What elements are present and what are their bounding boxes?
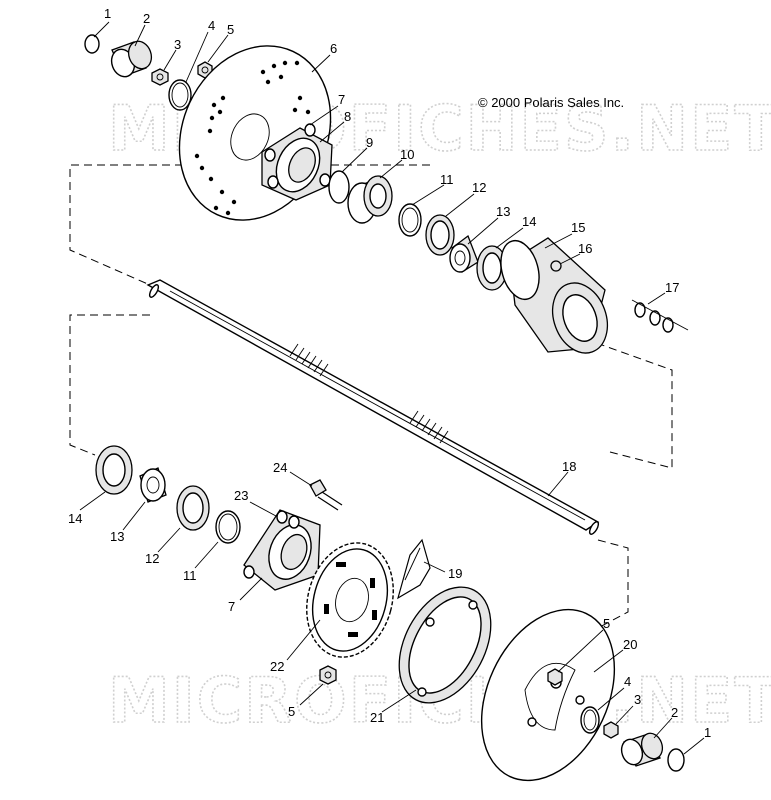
- callout-2-lower: 2: [671, 705, 678, 720]
- part-13-tapered-bearing-lower: [139, 467, 167, 503]
- part-11-ring: [398, 203, 422, 237]
- part-5-nut-lower: [319, 665, 337, 685]
- callout-11: 11: [440, 172, 454, 187]
- part-22-sprocket: [306, 542, 394, 658]
- callout-19: 19: [448, 566, 462, 581]
- callout-15: 15: [571, 220, 585, 235]
- callout-24: 24: [273, 460, 287, 475]
- part-18-axle-shaft: [146, 279, 600, 535]
- part-3-nut: [151, 68, 169, 86]
- copyright-text: © 2000 Polaris Sales Inc.: [478, 95, 624, 110]
- callout-14: 14: [522, 214, 536, 229]
- callout-5-right: 5: [603, 616, 610, 631]
- callout-10: 10: [400, 147, 414, 162]
- part-8-hub: [261, 123, 333, 201]
- part-12-race-lower: [176, 485, 210, 531]
- callout-18: 18: [562, 459, 576, 474]
- part-11-ring-lower: [215, 510, 241, 544]
- callout-13-lower: 13: [110, 529, 124, 544]
- part-12-race: [425, 214, 455, 256]
- part-14-race: [476, 245, 508, 291]
- callout-2: 2: [143, 11, 150, 26]
- part-17-fastener-set: [631, 299, 689, 333]
- callout-numbers: 1 2 3 4 5 6 7 8 9 10 11 12 13 14 15 16 1…: [68, 6, 711, 740]
- callout-1-lower: 1: [704, 725, 711, 740]
- callout-7: 7: [338, 92, 345, 107]
- part-7-hub-lower: [243, 509, 321, 591]
- callout-3-lower: 3: [634, 692, 641, 707]
- part-20-brake-disc: [480, 608, 616, 782]
- part-16-grease-fitting: [550, 260, 562, 272]
- part-6-brake-disc: [178, 45, 332, 221]
- part-15-axle-housing: [500, 237, 609, 354]
- part-24-bolt: [309, 479, 343, 511]
- callout-5-lower: 5: [288, 704, 295, 719]
- part-1-snap-ring: [84, 34, 100, 54]
- part-4-seal-ring-lower: [580, 706, 600, 734]
- part-10-bearing: [347, 175, 393, 224]
- callout-9: 9: [366, 135, 373, 150]
- callout-20: 20: [623, 637, 637, 652]
- callout-22: 22: [270, 659, 284, 674]
- part-2-bushing-lower: [620, 732, 664, 767]
- callout-23: 23: [234, 488, 248, 503]
- callout-12: 12: [472, 180, 486, 195]
- callout-7-lower: 7: [228, 599, 235, 614]
- callout-4: 4: [208, 18, 215, 33]
- callout-8: 8: [344, 109, 351, 124]
- callout-1: 1: [104, 6, 111, 21]
- leader-lines: [79, 21, 705, 755]
- part-14-race-lower: [95, 445, 133, 495]
- callout-6: 6: [330, 41, 337, 56]
- part-13-tapered-bearing: [449, 234, 479, 273]
- part-1-snap-ring-lower: [667, 748, 685, 772]
- callout-14-lower: 14: [68, 511, 82, 526]
- callout-4-lower: 4: [624, 674, 631, 689]
- part-9-snap-ring: [328, 170, 350, 204]
- callout-13: 13: [496, 204, 510, 219]
- part-4-seal-ring: [168, 79, 192, 111]
- callout-11-lower: 11: [183, 568, 197, 583]
- callout-5: 5: [227, 22, 234, 37]
- callout-16: 16: [578, 241, 592, 256]
- part-3-nut-lower: [603, 721, 619, 739]
- callout-12-lower: 12: [145, 551, 159, 566]
- callout-17: 17: [665, 280, 679, 295]
- part-2-bushing: [110, 40, 153, 78]
- callout-21: 21: [370, 710, 384, 725]
- part-21-brake-drum: [398, 586, 492, 704]
- callout-3: 3: [174, 37, 181, 52]
- part-19-chain-guard: [397, 538, 431, 600]
- part-5-nut-right: [547, 668, 563, 686]
